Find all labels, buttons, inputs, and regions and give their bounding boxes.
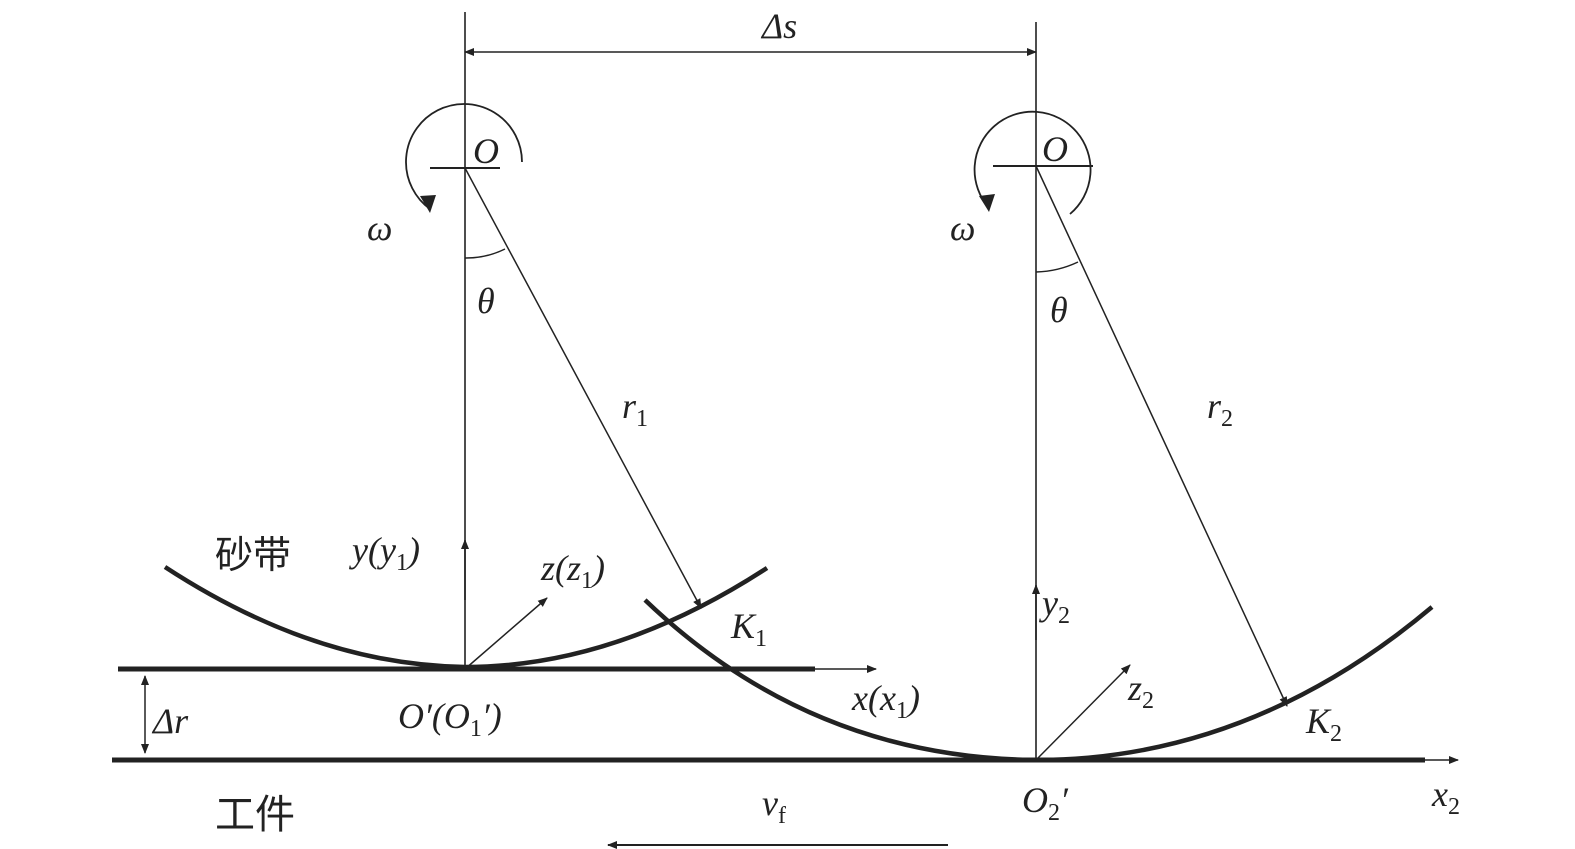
r2-radius-line [1035,165,1288,707]
k2-label: K2 [1305,701,1342,747]
theta-right-arc [1035,261,1079,273]
belt-label: 砂带 [215,533,291,577]
left-center-label: O [473,131,499,171]
right-center-label: O [1042,129,1068,169]
x-x1-label: x(x1) [851,678,920,724]
o-prime-label: O′(O1′) [398,696,502,742]
left-rotation-arrowhead [420,195,436,213]
right-rotation-arrowhead [979,194,995,212]
delta-s-label: Δs [760,6,797,46]
z-z1-axis-arrow [464,597,548,670]
theta-left-label: θ [477,281,495,321]
z2-axis-arrow [1035,664,1131,761]
theta-left-arc [464,248,506,259]
y2-label: y2 [1039,583,1070,629]
belt-curve-upper [163,565,769,670]
r1-radius-line [464,167,702,609]
y-y1-label: y(y1) [349,530,420,576]
omega-left-label: ω [367,208,392,248]
vf-label: vf [762,783,786,829]
r2-label: r2 [1207,386,1233,432]
right-rotation-arc [973,110,1092,215]
x2-label: x2 [1431,774,1460,820]
workpiece-label: 工件 [215,792,295,838]
r1-label: r1 [622,386,648,432]
z-z1-label: z(z1) [540,548,605,594]
theta-right-label: θ [1050,290,1068,330]
left-rotation-arc [405,103,523,210]
omega-right-label: ω [950,208,975,248]
z2-label: z2 [1127,668,1154,714]
delta-r-label: Δr [151,701,189,741]
k1-label: K1 [730,606,767,652]
o2-prime-label: O2′ [1022,780,1069,826]
